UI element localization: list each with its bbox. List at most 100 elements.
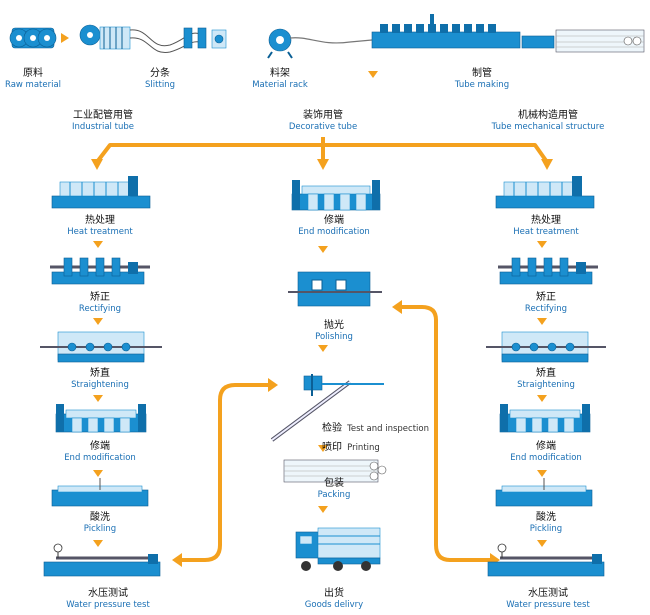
decorative-tube-zh: 装饰用管	[302, 110, 343, 121]
raw-material-coils-icon	[9, 27, 57, 49]
step-zh: 矫正	[89, 292, 110, 303]
step-en: End modification	[298, 227, 370, 237]
inspection-zh: 检验	[322, 423, 342, 434]
step-en: Goods delivry	[304, 600, 364, 610]
right-heat-treatment-label: 热处理 Heat treatment	[513, 215, 579, 238]
tube-making-line-icon	[371, 14, 645, 53]
inspection-printing-icon	[270, 374, 384, 442]
material-rack-en: Material rack	[252, 80, 308, 90]
step-zh: 抛光	[324, 320, 344, 331]
step-en: Pickling	[529, 524, 563, 534]
left-water-pressure-label: 水压测试 Water pressure test	[66, 588, 150, 611]
packing-bundle-icon	[283, 459, 387, 483]
raw-material-label: 原料 Raw material	[5, 68, 61, 91]
step-en: Pickling	[83, 524, 117, 534]
step-en: Water pressure test	[66, 600, 150, 610]
tube-making-en: Tube making	[454, 80, 510, 90]
industrial-tube-en: Industrial tube	[72, 122, 134, 132]
material-rack-icon	[267, 28, 373, 59]
delivery-truck-icon	[295, 527, 381, 571]
right-water-pressure-test-machine-icon	[487, 543, 605, 577]
tube-making-label: 制管 Tube making	[455, 68, 509, 91]
step-arrows	[93, 241, 547, 547]
step-zh: 矫直	[89, 368, 110, 379]
right-rectifying-machine-icon	[498, 257, 598, 285]
polishing-machine-icon	[288, 271, 382, 307]
step-zh: 热处理	[84, 215, 115, 226]
slitting-label: 分条 Slitting	[145, 68, 175, 91]
mechanical-tube-label: 机械构造用管 Tube mechanical structure	[492, 110, 605, 133]
rectifying-machine-icon	[50, 257, 150, 285]
industrial-tube-label: 工业配管用管 Industrial tube	[72, 110, 134, 133]
step-en: Rectifying	[78, 304, 122, 314]
arrow-right-icon	[61, 33, 69, 43]
step-zh: 出货	[323, 588, 344, 599]
goods-delivery-label: 出货 Goods delivry	[305, 588, 363, 611]
industrial-tube-zh: 工业配管用管	[72, 110, 133, 121]
step-zh: 修端	[90, 441, 110, 452]
right-straightening-machine-icon	[486, 331, 606, 363]
step-zh: 矫正	[535, 292, 556, 303]
straightening-machine-icon	[40, 331, 162, 363]
step-en: Rectifying	[524, 304, 568, 314]
step-zh: 水压测试	[527, 588, 568, 599]
mechanical-tube-en: Tube mechanical structure	[491, 122, 605, 132]
inspection-printing-label: 检验 Test and inspection 喷印 Printing	[322, 416, 429, 454]
step-en: Polishing	[315, 332, 353, 342]
left-heat-treatment-label: 热处理 Heat treatment	[67, 215, 133, 238]
left-straightening-label: 矫直 Straightening	[71, 368, 129, 391]
step-zh: 矫直	[535, 368, 556, 379]
center-end-modification-label: 修端 End modification	[298, 215, 370, 238]
right-straightening-label: 矫直 Straightening	[517, 368, 575, 391]
printing-zh: 喷印	[322, 442, 342, 453]
right-pickling-tank-icon	[495, 478, 593, 507]
polishing-label: 抛光 Polishing	[315, 320, 353, 343]
step-en: End modification	[510, 453, 582, 463]
right-rectifying-label: 矫正 Rectifying	[525, 292, 567, 315]
slitting-en: Slitting	[145, 80, 175, 90]
right-end-modification-label: 修端 End modification	[510, 441, 582, 464]
left-pickling-label: 酸洗 Pickling	[84, 512, 116, 535]
step-zh: 修端	[536, 441, 556, 452]
material-rack-label: 料架 Material rack	[252, 68, 308, 91]
tube-making-zh: 制管	[471, 68, 492, 79]
step-en: Straightening	[517, 380, 575, 390]
step-en: Heat treatment	[513, 227, 579, 237]
end-modification-machine-icon	[55, 404, 147, 433]
packing-label: 包装 Packing	[318, 478, 351, 501]
slitting-zh: 分条	[150, 68, 170, 79]
water-pressure-test-machine-icon	[43, 543, 161, 577]
heat-treatment-machine-icon	[51, 176, 151, 209]
material-rack-zh: 料架	[269, 68, 290, 79]
distribution-arrow	[91, 137, 553, 170]
step-zh: 包装	[323, 478, 344, 489]
right-end-modification-machine-icon	[499, 404, 591, 433]
right-water-pressure-label: 水压测试 Water pressure test	[506, 588, 590, 611]
arrow-down-icon	[368, 71, 378, 78]
step-en: Packing	[317, 490, 351, 500]
step-zh: 酸洗	[536, 512, 556, 523]
step-zh: 修端	[324, 215, 344, 226]
raw-material-en: Raw material	[4, 80, 62, 90]
left-rectifying-label: 矫正 Rectifying	[79, 292, 121, 315]
right-heat-treatment-machine-icon	[495, 176, 595, 209]
raw-material-zh: 原料	[23, 68, 43, 79]
step-en: Heat treatment	[67, 227, 133, 237]
inspection-en: Test and inspection	[347, 424, 429, 434]
step-en: End modification	[64, 453, 136, 463]
decorative-tube-label: 装饰用管 Decorative tube	[289, 110, 357, 133]
right-pickling-label: 酸洗 Pickling	[530, 512, 562, 535]
printing-en: Printing	[347, 443, 380, 453]
decorative-tube-en: Decorative tube	[288, 122, 358, 132]
step-en: Straightening	[71, 380, 129, 390]
step-zh: 水压测试	[87, 588, 128, 599]
pickling-tank-icon	[51, 478, 149, 507]
slitting-machine-icon	[79, 24, 227, 53]
step-en: Water pressure test	[506, 600, 590, 610]
left-return-arrow	[172, 378, 278, 567]
left-end-modification-label: 修端 End modification	[64, 441, 136, 464]
mechanical-tube-zh: 机械构造用管	[517, 110, 578, 121]
center-end-modification-icon	[291, 180, 381, 211]
step-zh: 热处理	[530, 215, 561, 226]
